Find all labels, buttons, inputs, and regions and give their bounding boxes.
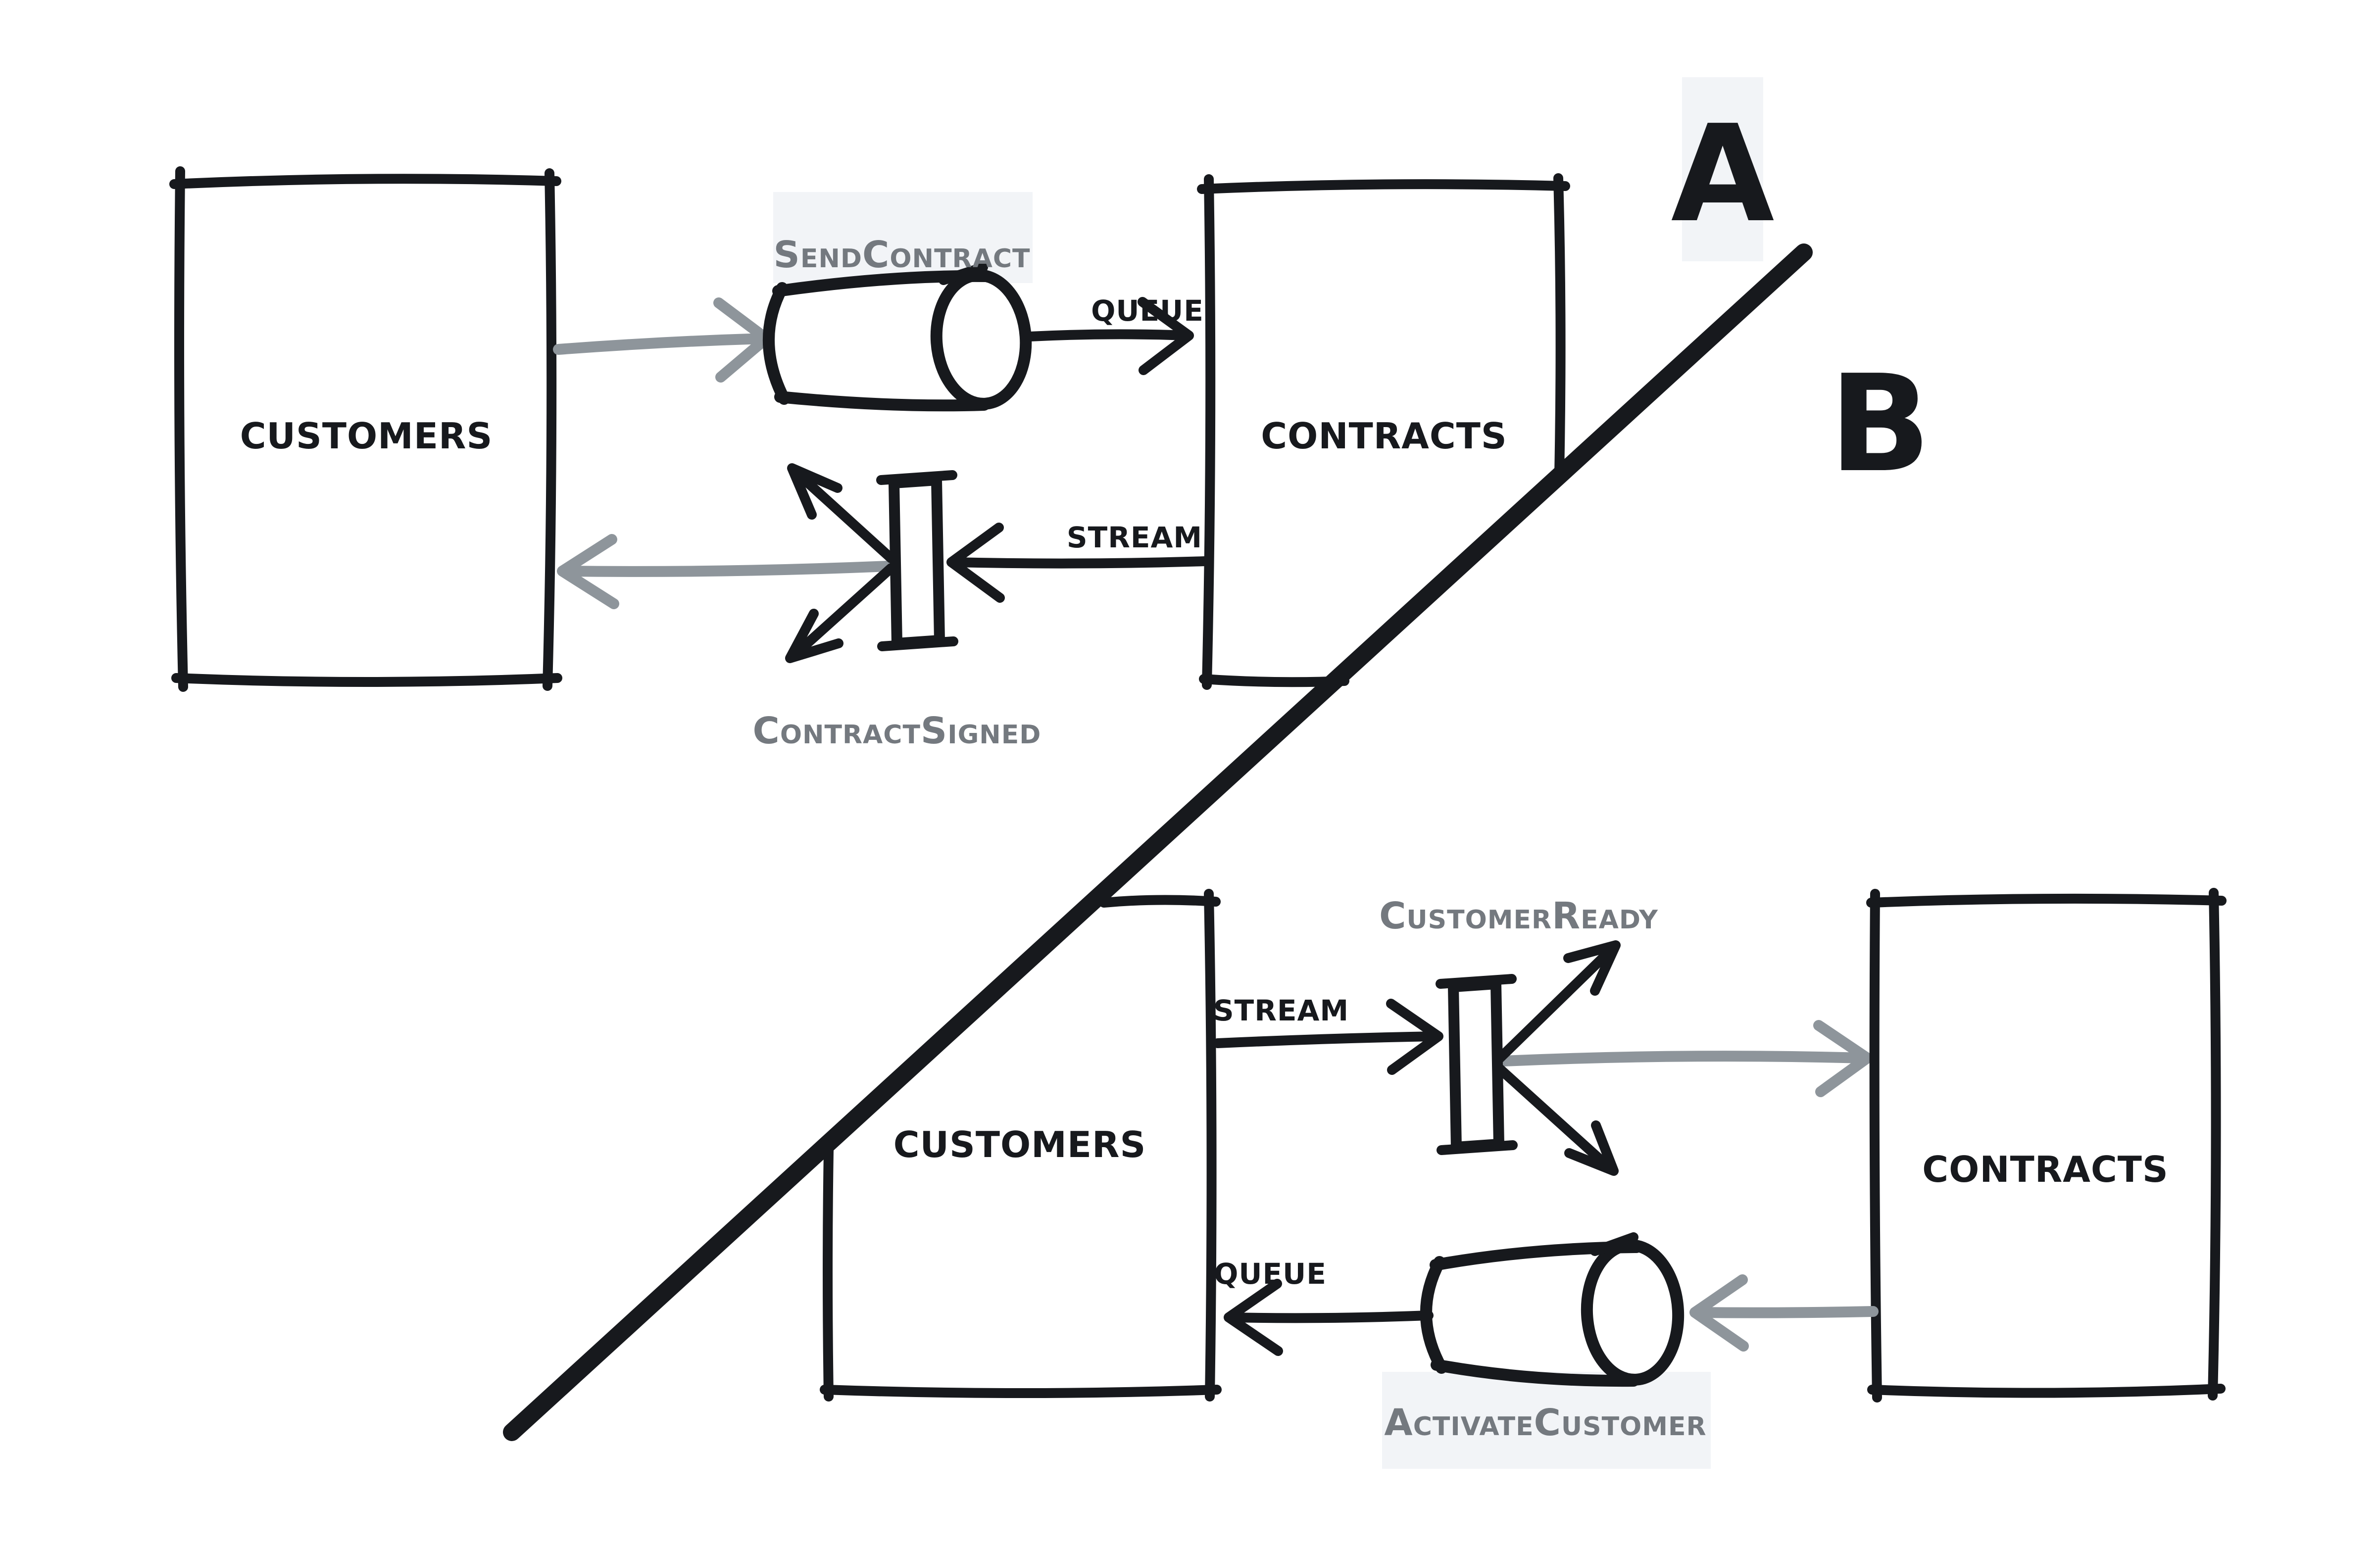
customers-box-b-label: CUSTOMERS <box>893 1124 1146 1165</box>
stream-fan-b-lower-shaft <box>1494 1063 1617 1175</box>
queue-cylinder-a-bottom <box>774 391 990 412</box>
customers-box-a-top-edge <box>169 174 561 189</box>
activatecustomer-highlight <box>1382 1372 1711 1469</box>
stream-channel-label-b: STREAM <box>1213 994 1349 1027</box>
stream-fan-a-upper-head <box>787 463 843 520</box>
contracts-box-b-left-edge <box>1869 889 1882 1403</box>
arrow-stream-to-contracts-b-shaft <box>1498 1051 1870 1066</box>
customers-box-a-left-edge <box>174 166 188 692</box>
stream-icon-a <box>557 463 958 663</box>
section-a: CUSTOMERS SendContract QUEUE <box>169 166 1570 752</box>
stream-icon-b <box>1436 940 1873 1176</box>
customerready-event-label: CustomerReady <box>1379 895 1658 937</box>
stream-bar-a <box>889 475 945 649</box>
arrow-stream-to-customers-a-shaft <box>560 561 893 577</box>
queue-cylinder-b-stroke-tick <box>1590 1232 1638 1256</box>
arrow-contracts-to-stream-a: STREAM <box>946 521 1210 603</box>
stream-fan-a-lower-head <box>785 609 843 663</box>
stream-bar-b-bottom-tick <box>1437 1140 1518 1155</box>
activatecustomer-event-label: ActivateCustomer <box>1384 1402 1706 1444</box>
arrow-customers-to-stream-b: STREAM <box>1213 994 1443 1075</box>
arrow-queue-to-customers-b-shaft <box>1227 1310 1434 1323</box>
stream-fan-b-upper-shaft <box>1494 943 1618 1064</box>
customers-box-a-bottom-edge <box>171 673 562 687</box>
contracts-box-a-label: CONTRACTS <box>1261 415 1507 457</box>
partition-label-a: A <box>1671 96 1776 252</box>
arrow-customers-to-queue-a <box>553 297 772 383</box>
queue-cylinder-a-left-cap <box>763 282 790 405</box>
queue-cylinder-b-end-ellipse <box>1581 1239 1685 1386</box>
contracts-box-b-label: CONTRACTS <box>1922 1149 2168 1190</box>
arrow-queue-to-contracts-a-head <box>1138 297 1194 375</box>
stream-fan-a-upper-shaft <box>790 466 896 563</box>
arrow-contracts-to-queue-b-head <box>1689 1274 1749 1352</box>
stream-bar-b <box>1448 978 1504 1153</box>
contracts-box-b: CONTRACTS <box>1866 888 2227 1403</box>
arrow-contracts-to-stream-a-head <box>946 523 1005 603</box>
arrow-queue-to-customers-b: QUEUE <box>1214 1257 1434 1356</box>
customers-box-b: CUSTOMERS <box>820 889 1222 1402</box>
stream-channel-label-a: STREAM <box>1067 521 1202 554</box>
arrow-customers-to-stream-b-shaft <box>1213 1031 1440 1048</box>
stream-bar-a-bottom-tick <box>877 636 958 651</box>
queue-cylinder-icon-a <box>763 262 1032 412</box>
label-a-highlight <box>1682 77 1763 261</box>
queue-channel-label-a: QUEUE <box>1091 294 1204 328</box>
stream-fan-b-lower-head <box>1564 1120 1619 1176</box>
customers-box-a-label: CUSTOMERS <box>240 415 493 457</box>
sendcontract-highlight <box>773 192 1033 283</box>
partition-divider-line <box>503 243 1813 1441</box>
contracts-box-a-left-edge <box>1202 174 1216 690</box>
contracts-box-b-top-edge <box>1866 893 2227 908</box>
arrow-stream-to-customers-a-head <box>557 534 619 609</box>
arrow-queue-to-customers-b-head <box>1224 1279 1283 1356</box>
arrow-customers-to-stream-b-head <box>1386 999 1443 1075</box>
arrow-queue-to-contracts-a: QUEUE <box>1025 294 1204 375</box>
contracts-box-a-right-edge <box>1553 173 1566 479</box>
queue-cylinder-b-bottom <box>1431 1359 1639 1387</box>
section-b: CUSTOMERS STREAM CustomerReady <box>820 888 2227 1444</box>
stream-fan-a-lower-shaft <box>788 563 896 661</box>
queue-cylinder-a-end-ellipse <box>930 269 1032 410</box>
contracts-box-a-top-edge <box>1197 179 1570 194</box>
arrow-contracts-to-stream-a-shaft <box>949 556 1210 569</box>
partition-label-b: B <box>1829 346 1931 502</box>
contracts-box-b-bottom-edge <box>1867 1384 2226 1398</box>
contracts-box-a: CONTRACTS <box>1197 173 1570 690</box>
queue-cylinder-a-stroke-tick <box>939 262 988 285</box>
arrow-customers-to-queue-a-shaft <box>553 333 770 355</box>
arrow-contracts-to-queue-b <box>1689 1274 1879 1352</box>
customers-box-b-bottom-edge <box>820 1385 1222 1398</box>
contracts-box-b-right-edge <box>2208 888 2221 1401</box>
customers-box-b-left-edge <box>823 1145 834 1402</box>
arrow-contracts-to-queue-b-shaft <box>1691 1306 1879 1318</box>
sendcontract-event-label: SendContract <box>774 234 1031 276</box>
customers-box-a: CUSTOMERS <box>169 166 562 692</box>
customers-box-b-right-edge <box>1204 889 1217 1402</box>
stream-bar-a-top-tick <box>876 470 957 485</box>
customers-box-b-top-edge <box>1099 895 1221 908</box>
arrow-queue-to-contracts-a-shaft <box>1025 329 1192 341</box>
customers-box-a-right-edge <box>543 168 557 691</box>
queue-cylinder-icon-b <box>1420 1232 1685 1387</box>
stream-bar-b-top-tick <box>1436 974 1517 989</box>
queue-channel-label-b: QUEUE <box>1214 1257 1327 1291</box>
contractsigned-event-label: ContractSigned <box>753 710 1041 752</box>
arrow-stream-to-contracts-b-head <box>1813 1020 1873 1097</box>
stream-fan-b-upper-head <box>1563 940 1621 996</box>
